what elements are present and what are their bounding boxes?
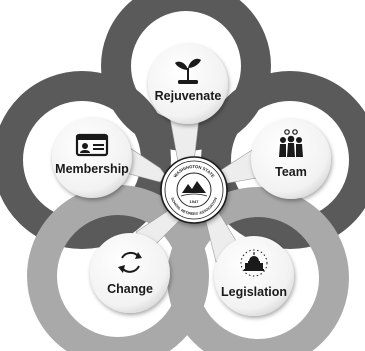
seal-logo: WASHINGTON STATE SCHOOL RETIREES' ASSOCI…: [160, 156, 228, 224]
arc-legislation: [167, 187, 349, 351]
label-membership: Membership: [55, 162, 129, 176]
capitol-building-icon: [240, 249, 268, 277]
node-membership: [52, 118, 132, 198]
label-change: Change: [107, 282, 153, 296]
node-change: [90, 233, 170, 313]
seal-year: 1947: [190, 199, 200, 204]
label-rejuvenate: Rejuvenate: [155, 89, 222, 103]
people-group-icon: [279, 129, 303, 157]
id-card-icon: [75, 133, 109, 157]
label-legislation: Legislation: [221, 285, 287, 299]
label-team: Team: [275, 165, 307, 179]
node-team: [251, 119, 331, 199]
cycle-arrows-icon: [118, 251, 142, 273]
sprout-icon: [175, 58, 201, 84]
arc-team: [201, 71, 365, 249]
arc-membership: [0, 71, 171, 249]
